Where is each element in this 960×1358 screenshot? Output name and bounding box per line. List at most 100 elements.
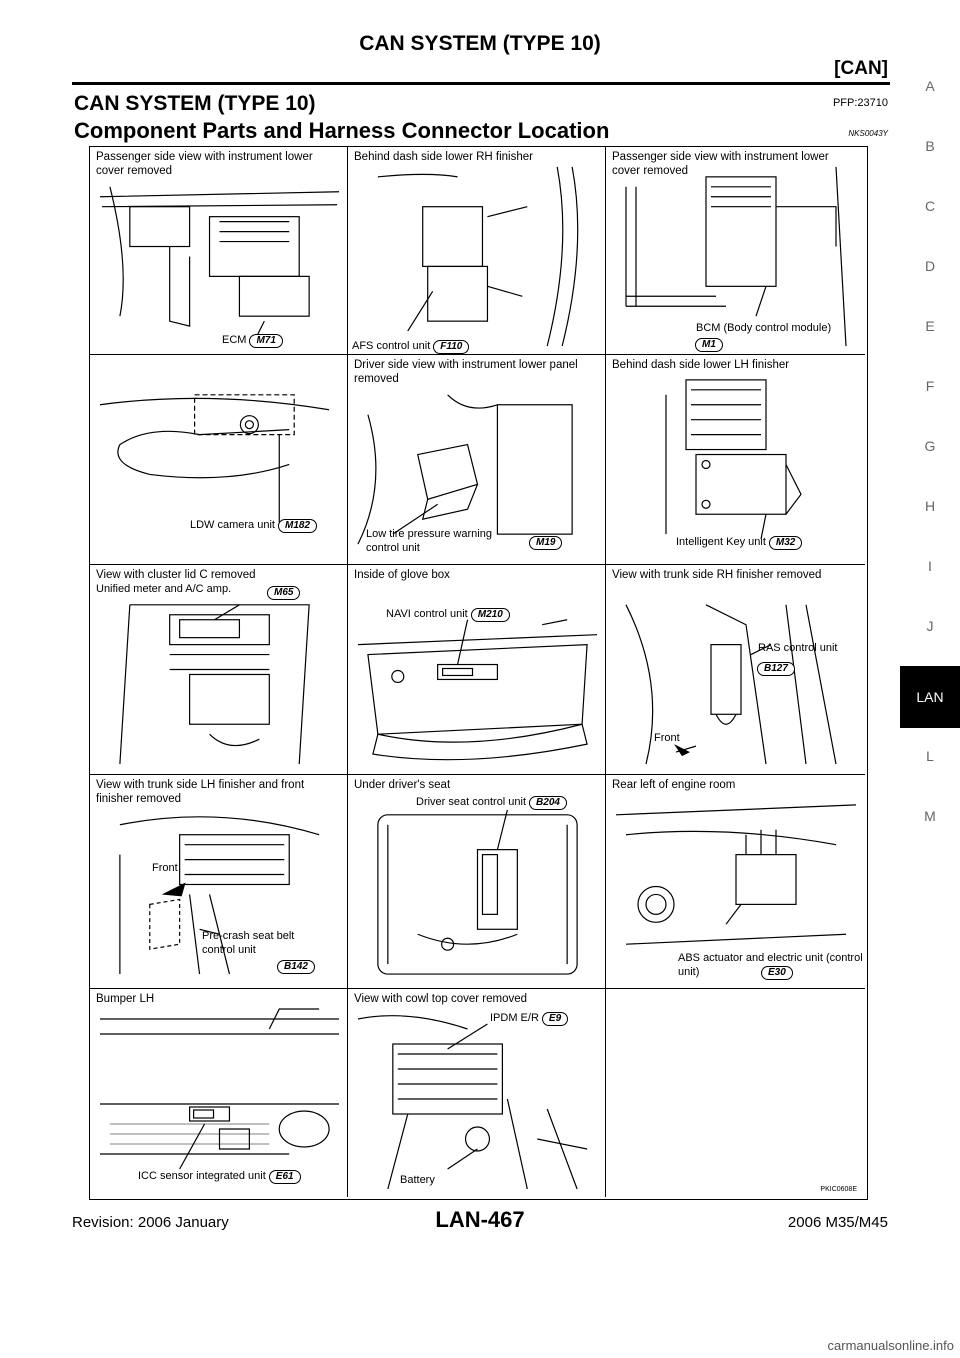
callout-battery: Battery — [400, 1174, 435, 1186]
panel-empty: PKIC0608E — [606, 989, 865, 1197]
callout-pre-crash-connector: B142 — [274, 959, 315, 974]
panel-ecm: Passenger side view with instrument lowe… — [90, 147, 348, 355]
callout-front-rh: Front — [654, 732, 680, 744]
illustration-ldw — [99, 394, 330, 523]
connector-e30[interactable]: E30 — [761, 966, 793, 980]
footer-model: 2006 M35/M45 — [787, 1214, 888, 1231]
doc-code: PFP:23710 — [832, 97, 888, 109]
callout-tire-pressure: Low tire pressure warning control unit — [366, 528, 492, 554]
panel-caption: Passenger side view with instrument lowe… — [96, 151, 313, 177]
section-code: NKS0043Y — [848, 129, 888, 138]
illustration-ras — [625, 604, 837, 765]
side-tab-m[interactable]: M — [924, 808, 936, 824]
side-tab-g[interactable]: G — [924, 438, 936, 454]
connector-f110[interactable]: F110 — [433, 340, 470, 354]
connector-b127[interactable]: B127 — [757, 662, 795, 676]
connector-b142[interactable]: B142 — [277, 960, 315, 974]
side-tab-c[interactable]: C — [924, 198, 936, 214]
callout-pre-crash: Pre-crash seat belt control unit — [202, 930, 295, 956]
callout-front-lh: Front — [152, 862, 178, 874]
panel-pre-crash: View with trunk side LH finisher and fro… — [90, 775, 348, 989]
illustration-afs — [377, 166, 579, 347]
component-location-figure: Passenger side view with instrument lowe… — [89, 146, 868, 1200]
side-tab-j[interactable]: J — [926, 618, 934, 634]
connector-b204[interactable]: B204 — [529, 796, 567, 810]
connector-m210[interactable]: M210 — [470, 608, 510, 622]
panel-intelligent-key: Behind dash side lower LH finisher Intel… — [606, 355, 865, 565]
panel-tire-pressure: Driver side view with instrument lower p… — [348, 355, 606, 565]
panel-bcm: Passenger side view with instrument lowe… — [606, 147, 865, 355]
panel-driver-seat: Under driver's seat Driver seat control … — [348, 775, 606, 989]
footer-page-number: LAN-467 — [435, 1207, 525, 1232]
panel-caption: View with cowl top cover removed — [354, 993, 527, 1005]
callout-ras: RAS control unit — [758, 642, 838, 654]
illustration-icc — [99, 1008, 340, 1170]
figure-code: PKIC0608E — [820, 1186, 857, 1193]
side-tab-b[interactable]: B — [925, 138, 935, 154]
side-tab-l[interactable]: L — [926, 748, 934, 764]
callout-bcm-connector: M1 — [692, 337, 723, 352]
illustration-abs — [615, 804, 857, 945]
side-tab-lan[interactable]: LAN — [900, 666, 960, 728]
connector-e9[interactable]: E9 — [541, 1012, 569, 1026]
panel-ras: View with trunk side RH finisher removed… — [606, 565, 865, 775]
panel-ipdm: View with cowl top cover removed IPDM E/… — [348, 989, 606, 1197]
panel-afs: Behind dash side lower RH finisher AFS c… — [348, 147, 606, 355]
callout-bcm-label: BCM (Body control module) — [696, 322, 832, 334]
callout-ras-connector: B127 — [754, 661, 795, 676]
panel-caption: View with trunk side RH finisher removed — [612, 569, 822, 581]
illustration-bcm — [625, 166, 847, 347]
panel-caption: Passenger side view with instrument lowe… — [612, 151, 829, 177]
callout-abs-connector: E30 — [758, 965, 793, 980]
footer-revision: Revision: 2006 January — [72, 1214, 229, 1231]
illustration-navi — [357, 619, 598, 761]
illustration-driver-seat — [377, 809, 578, 975]
watermark: carmanualsonline.info — [827, 1338, 954, 1353]
connector-e61[interactable]: E61 — [268, 1170, 301, 1184]
side-tab-e[interactable]: E — [925, 318, 935, 334]
section-title: Component Parts and Harness Connector Lo… — [74, 118, 610, 143]
connector-m1[interactable]: M1 — [695, 338, 723, 352]
callout-unified-meter-connector: M65 — [264, 585, 301, 600]
doc-title: CAN SYSTEM (TYPE 10) — [74, 92, 316, 115]
side-tab-f[interactable]: F — [925, 378, 935, 394]
side-tab-h[interactable]: H — [924, 498, 936, 514]
connector-m32[interactable]: M32 — [768, 536, 803, 550]
illustration-pre-crash — [119, 816, 320, 975]
panel-unified-meter: View with cluster lid C removed Unified … — [90, 565, 348, 775]
panel-caption: View with cluster lid C removed — [96, 569, 256, 581]
header-rule — [72, 82, 890, 85]
callout-unified-meter: Unified meter and A/C amp. — [96, 583, 232, 595]
panel-caption: View with trunk side LH finisher and fro… — [96, 779, 305, 805]
side-tab-i[interactable]: I — [928, 558, 932, 574]
panel-abs: Rear left of engine room ABS actuator an… — [606, 775, 865, 989]
callout-abs: ABS actuator and electric unit (control … — [678, 952, 863, 978]
connector-m65[interactable]: M65 — [267, 586, 301, 600]
side-tab-a[interactable]: A — [925, 78, 935, 94]
panel-caption: Behind dash side lower RH finisher — [354, 151, 533, 163]
illustration-ipdm — [357, 1015, 588, 1190]
panel-caption: Inside of glove box — [354, 569, 450, 581]
panel-caption: Bumper LH — [96, 993, 155, 1005]
connector-m71[interactable]: M71 — [249, 334, 283, 348]
side-tab-d[interactable]: D — [924, 258, 936, 274]
callout-tire-pressure-connector: M19 — [526, 535, 563, 550]
connector-m19[interactable]: M19 — [529, 536, 563, 550]
illustration-unified-meter — [119, 604, 310, 765]
illustration-intelligent-key — [665, 379, 802, 540]
panel-caption: Under driver's seat — [354, 779, 451, 791]
connector-m182[interactable]: M182 — [277, 519, 317, 533]
illustration-ecm — [99, 186, 340, 342]
panel-caption: Driver side view with instrument lower p… — [354, 359, 578, 385]
